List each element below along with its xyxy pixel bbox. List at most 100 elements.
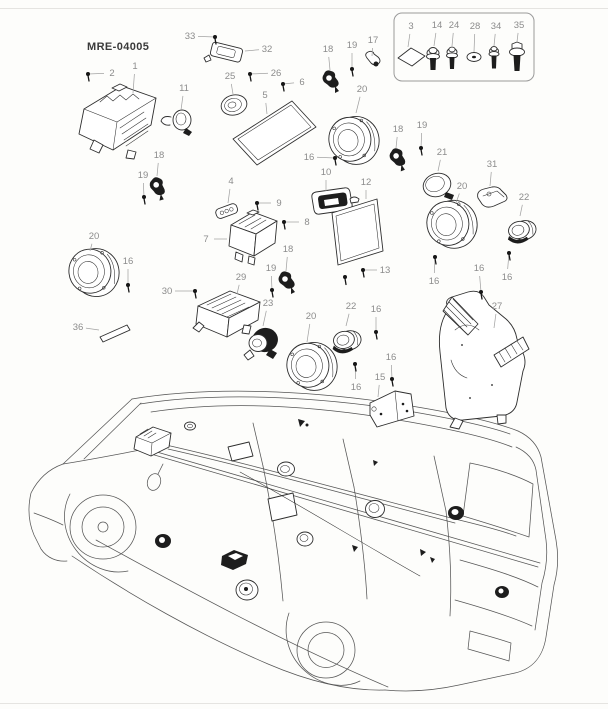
leader-line — [493, 33, 496, 47]
screw-icon — [255, 201, 259, 205]
fastener-bolt-24 — [446, 46, 458, 69]
callout-13[interactable]: 13 — [380, 265, 391, 276]
callout-6[interactable]: 6 — [299, 77, 304, 88]
leader-line — [473, 33, 476, 53]
callout-19[interactable]: 19 — [138, 170, 149, 181]
callout-35[interactable]: 35 — [514, 20, 525, 31]
leader-line — [489, 171, 492, 187]
fastener-bolt-34 — [488, 46, 500, 69]
leader-line — [132, 73, 135, 94]
leader-line — [156, 162, 159, 177]
leader-line — [262, 310, 267, 327]
antenna-module — [203, 41, 244, 63]
callout-23[interactable]: 23 — [263, 298, 274, 309]
callout-21[interactable]: 21 — [437, 147, 448, 158]
leader-line — [249, 72, 269, 75]
callout-18[interactable]: 18 — [393, 124, 404, 135]
callout-22[interactable]: 22 — [346, 301, 357, 312]
leader-line — [87, 72, 105, 75]
callout-19[interactable]: 19 — [417, 120, 428, 131]
leader-line — [306, 323, 311, 343]
callout-30[interactable]: 30 — [162, 286, 173, 297]
callout-9[interactable]: 9 — [276, 198, 281, 209]
callout-1[interactable]: 1 — [132, 61, 137, 72]
screw-shaft — [283, 222, 286, 230]
callout-8[interactable]: 8 — [304, 217, 309, 228]
callout-16[interactable]: 16 — [502, 272, 513, 283]
screw-shaft — [391, 379, 394, 387]
leader-line — [437, 159, 441, 172]
callout-15[interactable]: 15 — [375, 372, 386, 383]
callout-12[interactable]: 12 — [361, 177, 372, 188]
callout-16[interactable]: 16 — [386, 352, 397, 363]
callout-25[interactable]: 25 — [225, 71, 236, 82]
screw-icon — [142, 195, 146, 199]
callout-16[interactable]: 16 — [123, 256, 134, 267]
callout-27[interactable]: 27 — [492, 301, 503, 312]
fastener-bolt-14 — [426, 47, 440, 70]
callout-32[interactable]: 32 — [262, 44, 273, 55]
callout-20[interactable]: 20 — [357, 84, 368, 95]
callout-2[interactable]: 2 — [109, 68, 114, 79]
fastener-box — [393, 12, 535, 82]
callout-7[interactable]: 7 — [203, 234, 208, 245]
screw-shaft — [271, 290, 274, 298]
antenna-rod-36 — [99, 324, 131, 343]
callout-20[interactable]: 20 — [457, 181, 468, 192]
subwoofer-enclosure-27 — [438, 290, 530, 430]
speaker-20-left — [66, 245, 122, 300]
callout-14[interactable]: 14 — [432, 20, 443, 31]
callout-19[interactable]: 19 — [347, 40, 358, 51]
screw-shaft — [375, 332, 378, 340]
leader-line — [516, 32, 519, 43]
speaker-22-center — [328, 327, 364, 357]
callout-18[interactable]: 18 — [323, 44, 334, 55]
callout-18[interactable]: 18 — [283, 244, 294, 255]
callout-22[interactable]: 22 — [519, 192, 530, 203]
screw-icon — [213, 35, 217, 39]
callout-24[interactable]: 24 — [449, 20, 460, 31]
leader-line — [236, 284, 240, 295]
screw-shaft — [256, 203, 259, 211]
callout-10[interactable]: 10 — [321, 167, 332, 178]
screw-icon — [433, 255, 437, 259]
callout-31[interactable]: 31 — [487, 159, 498, 170]
leader-line — [180, 95, 184, 111]
screw-icon — [193, 289, 197, 293]
screw-shaft — [127, 285, 130, 293]
display-panel-12 — [331, 196, 384, 266]
screw-shaft — [282, 84, 285, 92]
callout-19[interactable]: 19 — [266, 263, 277, 274]
leader-line — [371, 47, 373, 57]
screw-icon — [248, 72, 252, 76]
callout-3[interactable]: 3 — [408, 21, 413, 32]
callout-16[interactable]: 16 — [304, 152, 315, 163]
callout-20[interactable]: 20 — [89, 231, 100, 242]
callout-16[interactable]: 16 — [429, 276, 440, 287]
screw-icon — [282, 220, 286, 224]
callout-17[interactable]: 17 — [368, 35, 379, 46]
fastener-pad-3 — [397, 47, 426, 67]
callout-29[interactable]: 29 — [236, 272, 247, 283]
callout-33[interactable]: 33 — [185, 31, 196, 42]
leader-line — [270, 275, 273, 291]
callout-5[interactable]: 5 — [262, 90, 267, 101]
leader-line — [519, 204, 523, 217]
callout-34[interactable]: 34 — [491, 21, 502, 32]
callout-16[interactable]: 16 — [351, 382, 362, 393]
screw-shaft — [480, 292, 483, 300]
callout-36[interactable]: 36 — [73, 322, 84, 333]
leader-line — [451, 32, 454, 47]
tweeter-11 — [160, 109, 192, 136]
leader-line — [285, 256, 288, 272]
callout-20[interactable]: 20 — [306, 311, 317, 322]
callout-16[interactable]: 16 — [371, 304, 382, 315]
leader-line — [420, 132, 423, 149]
callout-28[interactable]: 28 — [470, 21, 481, 32]
callout-16[interactable]: 16 — [474, 263, 485, 274]
callout-11[interactable]: 11 — [179, 83, 189, 94]
callout-26[interactable]: 26 — [271, 68, 282, 79]
callout-4[interactable]: 4 — [228, 176, 233, 187]
clip-17 — [365, 50, 381, 67]
callout-18[interactable]: 18 — [154, 150, 165, 161]
